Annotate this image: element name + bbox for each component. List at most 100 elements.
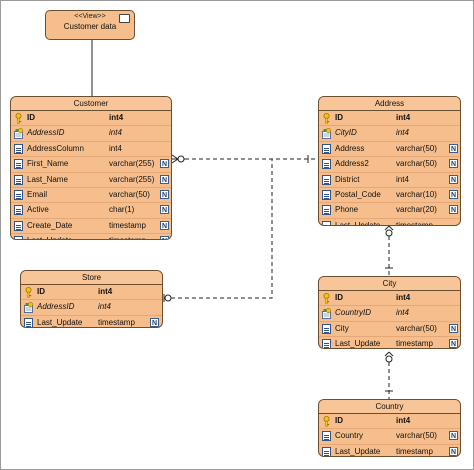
customer-data-view[interactable]: <<View>> Customer data <box>45 10 135 40</box>
nullable-icon: N <box>449 174 458 184</box>
nullable-icon: N <box>150 317 159 327</box>
column-name: District <box>335 174 360 184</box>
column-row[interactable]: First_Name varchar(255) N <box>11 157 171 173</box>
column-icon <box>322 220 331 225</box>
customer-title: Customer <box>11 97 171 111</box>
column-icon <box>322 159 331 170</box>
column-type: int4 <box>98 302 111 312</box>
column-type: int4 <box>396 416 411 425</box>
column-type: int4 <box>396 128 409 138</box>
column-name: Country <box>335 431 364 441</box>
column-icon <box>14 205 23 216</box>
column-type: timestamp <box>396 220 433 226</box>
column-name: Address2 <box>335 159 369 169</box>
column-row[interactable]: Country varchar(50) N <box>319 429 460 445</box>
nullable-icon: N <box>160 220 169 230</box>
column-icon <box>322 189 331 200</box>
column-type: varchar(50) <box>396 143 437 153</box>
city-title: City <box>319 277 460 291</box>
foreign-key-icon <box>14 128 24 140</box>
column-type: varchar(50) <box>396 431 437 441</box>
primary-key-icon <box>322 416 331 427</box>
customer-address-relationship[interactable] <box>171 154 318 164</box>
column-icon <box>322 431 331 442</box>
column-icon <box>14 143 23 154</box>
address-title: Address <box>319 97 460 111</box>
column-row[interactable]: Last_Update timestamp <box>319 219 460 226</box>
column-name: Address <box>335 143 365 153</box>
column-icon <box>14 174 23 185</box>
column-icon <box>14 189 23 200</box>
primary-key-icon <box>14 113 23 124</box>
store-title: Store <box>21 271 162 285</box>
column-icon <box>322 323 331 334</box>
column-type: timestamp <box>396 446 433 456</box>
column-name: Last_Update <box>335 446 381 456</box>
column-type: timestamp <box>109 234 146 239</box>
foreign-key-icon <box>322 128 332 140</box>
country-title: Country <box>319 400 460 414</box>
column-name: Email <box>27 189 48 199</box>
column-type: int4 <box>396 308 409 318</box>
column-type: int4 <box>109 128 122 138</box>
nullable-icon: N <box>160 205 169 215</box>
column-row[interactable]: AddressID int4 <box>21 300 162 316</box>
view-stereotype: <<View>> <box>74 13 106 20</box>
column-name: AddressID <box>27 128 65 138</box>
address-city-relationship[interactable] <box>384 225 394 276</box>
column-name: City <box>335 323 349 333</box>
store-address-relationship[interactable] <box>163 159 273 302</box>
nullable-icon: N <box>449 339 458 349</box>
column-type: char(1) <box>109 205 135 215</box>
column-type: varchar(10) <box>396 189 437 199</box>
column-type: varchar(255) <box>109 159 155 169</box>
city-country-relationship[interactable] <box>384 351 394 399</box>
column-icon <box>14 236 23 239</box>
column-name: AddressID <box>37 302 75 312</box>
nullable-icon: N <box>160 189 169 199</box>
column-type: int4 <box>98 287 113 296</box>
column-name: Last_Update <box>335 220 381 226</box>
column-type: timestamp <box>98 317 135 327</box>
column-type: int4 <box>396 293 411 302</box>
column-type: int4 <box>396 113 411 122</box>
nullable-icon: N <box>449 323 458 333</box>
column-row[interactable]: AddressID int4 <box>11 126 171 142</box>
nullable-icon: N <box>160 159 169 169</box>
nullable-icon: N <box>449 431 458 441</box>
column-icon <box>322 174 331 185</box>
column-type: varchar(50) <box>396 159 437 169</box>
column-icon <box>322 446 331 456</box>
column-icon <box>322 205 331 216</box>
column-name: First_Name <box>27 159 69 169</box>
view-name: Customer data <box>63 22 117 31</box>
